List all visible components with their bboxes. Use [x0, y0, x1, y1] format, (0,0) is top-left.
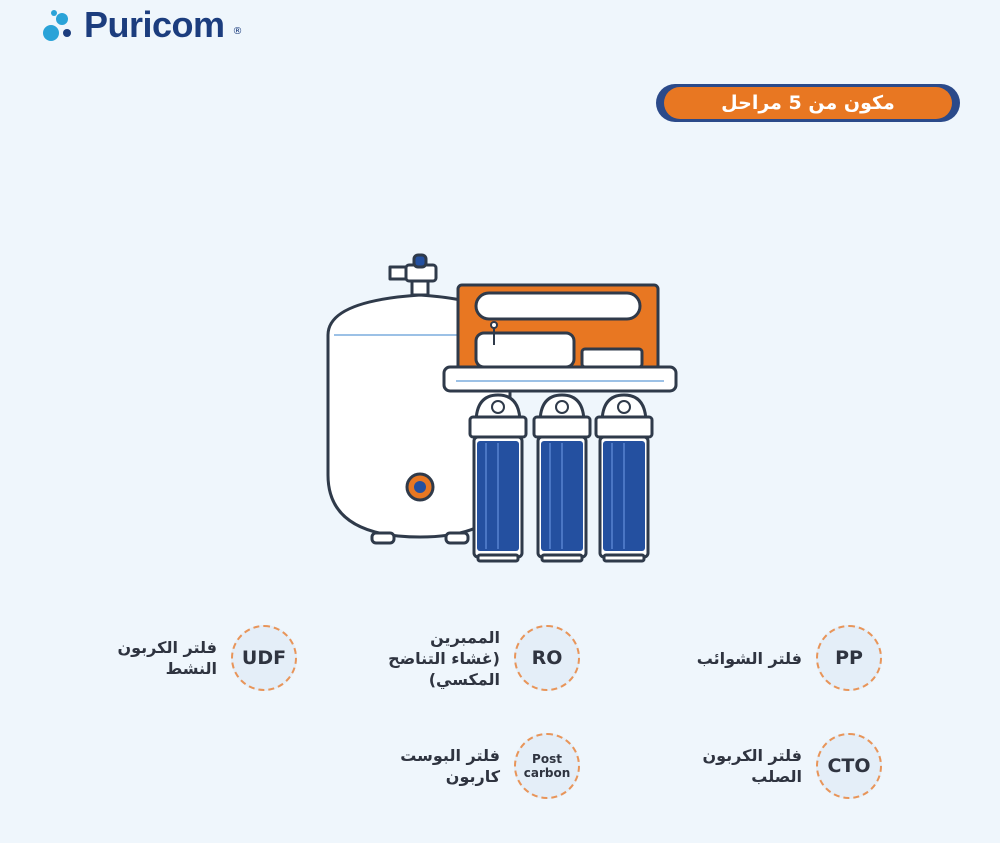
stage-badge: RO: [514, 625, 580, 691]
stage-label: فلتر البوست كاربون: [400, 746, 500, 786]
brand-logo: Puricom ®: [40, 4, 243, 46]
brand-registered-mark: ®: [232, 25, 243, 37]
stage-label: فلتر الكربون الصلب: [702, 746, 802, 786]
stage-post-carbon: Post carbon فلتر البوست كاربون: [400, 733, 580, 799]
stage-ro: RO الممبرين (غشاء التناضح المكسي): [388, 625, 580, 691]
stage-cto: CTO فلتر الكربون الصلب: [702, 733, 882, 799]
stage-badge: UDF: [231, 625, 297, 691]
ro-machine-illustration: [310, 245, 690, 575]
brand-name: Puricom: [84, 4, 225, 45]
stage-udf: UDF فلتر الكربون النشط: [117, 625, 297, 691]
stages-banner-pill: مكون من 5 مراحل: [664, 87, 952, 119]
stage-label: فلتر الكربون النشط: [117, 638, 217, 678]
logo-dots-icon: [40, 5, 76, 45]
stage-badge: PP: [816, 625, 882, 691]
stage-label: فلتر الشوائب: [696, 648, 802, 668]
stages-banner-text: مكون من 5 مراحل: [721, 92, 895, 114]
stage-label: الممبرين (غشاء التناضح المكسي): [388, 627, 500, 689]
stage-badge: CTO: [816, 733, 882, 799]
stage-pp: PP فلتر الشوائب: [697, 625, 882, 691]
stages-banner: مكون من 5 مراحل: [656, 84, 960, 122]
stage-badge: Post carbon: [514, 733, 580, 799]
